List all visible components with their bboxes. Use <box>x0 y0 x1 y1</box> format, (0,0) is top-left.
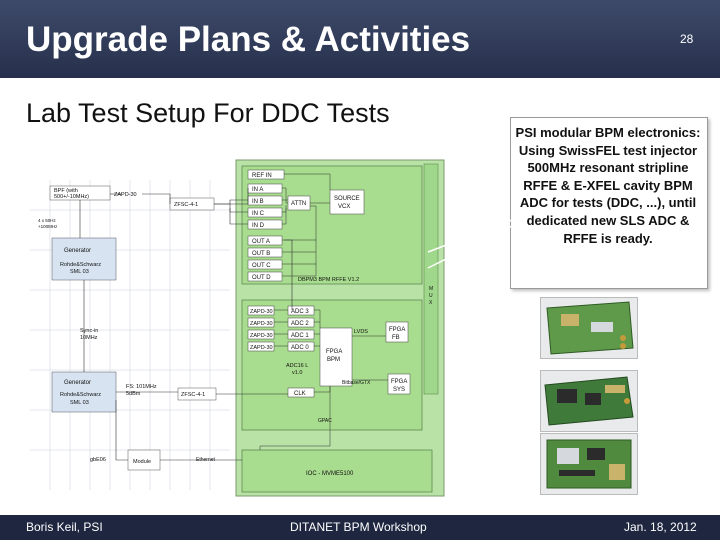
gen2-model-1: Rohde&Schwarz <box>60 392 101 398</box>
lab-setup-diagram: REF IN IN A IN B IN C IN D ATTN SOURCE V… <box>30 159 445 497</box>
rffe-board-label: DBPM3 BPM RFFE V1.2 <box>298 277 359 283</box>
ioc-label: IOC - MVME5100 <box>306 471 354 477</box>
rffe-out-c: OUT C <box>252 263 271 269</box>
adc-zapd-4: ZAPD-30 <box>250 345 273 351</box>
gen1-model-2: SML 03 <box>70 269 89 275</box>
rffe-out-a: OUT A <box>252 239 270 245</box>
callout-text: PSI modular BPM electronics: Using Swiss… <box>515 125 701 246</box>
wiring <box>79 188 293 461</box>
gen2-model-2: SML 03 <box>70 400 89 406</box>
adc-link: Bitbase/GTX <box>342 380 371 386</box>
bpf-line2: 500+/-10MHz) <box>54 194 89 200</box>
fpga-fb-2: FB <box>392 335 400 341</box>
clk-line2: 5dBm <box>126 391 141 397</box>
zapd-top: ZAPD-30 <box>114 192 137 198</box>
adc-zapd-1: ZAPD-30 <box>250 309 273 315</box>
adc-2: ADC 2 <box>291 321 309 327</box>
slide-subtitle: Lab Test Setup For DDC Tests <box>26 98 390 128</box>
fpga-sys-1: FPGA <box>391 379 407 385</box>
adc-zapd-2: ZAPD-30 <box>250 321 273 327</box>
zfsc-top: ZFSC-4-1 <box>174 202 198 208</box>
gen2-label: Generator <box>64 380 91 386</box>
adc-board-1: ADC16 L <box>286 363 308 369</box>
zfsc-bottom: ZFSC-4-1 <box>181 392 205 398</box>
side-label-2: +100MHz <box>38 224 58 229</box>
rffe-in-a: IN A <box>252 187 263 193</box>
adc-3: ADC 3 <box>291 309 309 315</box>
rffe-board-photo <box>540 297 638 359</box>
footer-event: DITANET BPM Workshop <box>290 520 427 534</box>
footer-date: Jan. 18, 2012 <box>624 520 697 534</box>
rffe-out-d: OUT D <box>252 275 271 281</box>
slide-title: Upgrade Plans & Activities <box>26 20 471 59</box>
grid-lines <box>30 180 230 490</box>
adc-gpac: GPAC <box>318 418 332 424</box>
rffe-ref-in: REF IN <box>252 173 272 179</box>
gen1-model-1: Rohde&Schwarz <box>60 262 101 268</box>
ioc-board <box>241 449 433 493</box>
callout-box <box>510 117 708 289</box>
rffe-source-2: VCX <box>338 204 350 210</box>
sync-line2: 10MHz <box>80 335 98 341</box>
clk-line1: FS: 101MHz <box>126 384 157 390</box>
rffe-out-b: OUT B <box>252 251 270 257</box>
module-left: gbE06 <box>90 457 106 463</box>
sync-line1: Sync-in <box>80 328 98 334</box>
adc-1: ADC 1 <box>291 333 309 339</box>
bpf-line1: BPF (with <box>54 188 78 194</box>
fpga-bpm-2: BPM <box>327 357 340 363</box>
rffe-attn: ATTN <box>291 201 306 207</box>
carrier-board-photo <box>540 433 638 495</box>
gen1-label: Generator <box>64 248 91 254</box>
module-box: Module <box>133 459 151 465</box>
rffe-in-d: IN D <box>252 223 265 229</box>
fpga-bpm-1: FPGA <box>326 349 342 355</box>
adc-board-photo <box>540 370 638 432</box>
callout-arrows <box>427 219 513 269</box>
adc-zapd-3: ZAPD-30 <box>250 333 273 339</box>
rffe-in-c: IN C <box>252 211 265 217</box>
adc-0: ADC 0 <box>291 345 309 351</box>
bus-column <box>423 163 439 395</box>
footer-author: Boris Keil, PSI <box>26 520 103 534</box>
page-number: 28 <box>680 32 694 46</box>
adc-clk: CLK <box>294 391 306 397</box>
slide-header <box>0 0 720 78</box>
fpga-fb-1: FPGA <box>389 327 405 333</box>
adc-lvds: LVDS <box>354 329 368 335</box>
fpga-sys-2: SYS <box>393 387 405 393</box>
rffe-in-b: IN B <box>252 199 264 205</box>
side-label-1: 4 x 50Hz <box>38 218 57 223</box>
slide-footer <box>0 515 720 540</box>
rffe-source-1: SOURCE <box>334 196 360 202</box>
adc-board-2: v1.0 <box>292 370 302 376</box>
